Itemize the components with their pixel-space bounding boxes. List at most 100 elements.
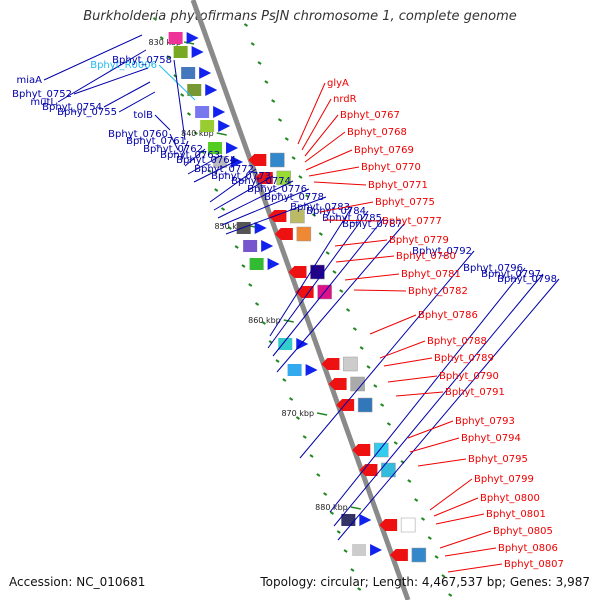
tick-mark-left	[295, 416, 300, 420]
gene-connector-right	[305, 149, 353, 171]
tick-mark-right	[441, 574, 446, 578]
gene-connector-right	[369, 314, 417, 335]
gene-arrow-left	[359, 514, 372, 526]
gene-connector-left	[337, 278, 560, 541]
tick-mark-right	[305, 194, 310, 198]
gene-connector-right	[417, 458, 467, 467]
tick-mark-left	[289, 397, 294, 401]
gene-connector-right	[447, 563, 503, 573]
tick-mark-right	[298, 175, 303, 179]
tick-mark-left	[220, 207, 226, 211]
tick-mark-right	[407, 479, 412, 483]
gene-connector-right	[304, 131, 346, 163]
tick-mark-right	[325, 251, 330, 255]
gene-connector-left	[225, 196, 327, 235]
scale-label: 860 kbp	[248, 316, 281, 325]
gene-connector-left	[184, 148, 206, 167]
gene-label-mutl: mutL	[30, 97, 56, 108]
tick-mark-left	[357, 587, 362, 591]
gene-label-bphyt_0752: Bphyt_0752	[12, 89, 72, 100]
accession-text: Accession: NC_010681	[9, 575, 146, 589]
gene-arrow-right	[359, 464, 378, 476]
tick-mark-left	[275, 359, 280, 363]
scale-label: 880 kbp	[315, 503, 348, 512]
gene-label-miaa: miaA	[17, 75, 43, 86]
gene-block-right	[296, 226, 312, 242]
gene-label-bphyt_0764: Bphyt_0764	[176, 155, 236, 166]
gene-connector-right	[313, 181, 367, 186]
tick-mark-right	[250, 42, 255, 46]
gene-block-left	[278, 338, 293, 350]
gene-label-bphyt_0790: Bphyt_0790	[439, 371, 499, 382]
gene-connector-right	[395, 391, 444, 397]
tick-mark-right	[332, 270, 337, 274]
gene-connector-right	[383, 357, 433, 367]
gene-label-bphyt_0792: Bphyt_0792	[412, 246, 472, 257]
gene-label-bphyt_0787: Bphyt_0787	[342, 219, 402, 230]
gene-label-bphyt_0789: Bphyt_0789	[434, 353, 494, 364]
scale-tick	[316, 412, 328, 416]
gene-arrow-right	[274, 228, 293, 240]
tick-mark-left	[248, 283, 253, 287]
gene-connector-right	[297, 82, 326, 145]
gene-block-right	[343, 356, 358, 372]
gene-connector-right	[353, 289, 407, 292]
tick-mark-left	[323, 492, 328, 496]
map-title: Burkholderia phytofirmans PsJN chromosom…	[83, 9, 517, 24]
gene-connector-left	[299, 250, 475, 459]
gene-connector-left	[209, 168, 257, 203]
tick-mark-right	[291, 156, 296, 160]
tick-mark-right	[393, 441, 398, 445]
tick-mark-left	[241, 264, 246, 268]
topology-text: Topology: circular; Length: 4,467,537 bp…	[260, 575, 590, 589]
gene-label-tolb: tolB	[133, 110, 153, 121]
tick-mark-left	[343, 549, 348, 553]
gene-arrow-left	[199, 67, 212, 79]
scale-tick	[283, 319, 294, 323]
gene-connector-left	[103, 81, 151, 108]
gene-block-left	[249, 258, 264, 270]
tick-mark-left	[336, 530, 341, 534]
gene-label-bphyt_0801: Bphyt_0801	[486, 509, 546, 520]
gene-arrow-right	[248, 154, 267, 166]
gene-connector-right	[301, 98, 332, 151]
gene-label-bphyt_0772: Bphyt_0772	[194, 164, 254, 175]
gene-block-left	[341, 514, 356, 526]
scale-label: 840 kbp	[181, 129, 214, 138]
gene-label-bphyt_0778: Bphyt_0778	[264, 192, 324, 203]
gene-label-bphyt_0796: Bphyt_0796	[463, 263, 523, 274]
gene-arrow-left	[261, 240, 274, 252]
scale-label: 850 kbp	[214, 222, 247, 231]
gene-connector-left	[73, 67, 149, 95]
gene-label-bphyt_0782: Bphyt_0782	[408, 286, 468, 297]
gene-arrow-right	[321, 358, 340, 370]
gene-label-bphyt_0798: Bphyt_0798	[497, 274, 557, 285]
gene-block-right	[290, 208, 305, 224]
gene-connector-right	[439, 530, 492, 549]
gene-label-glya: glyA	[327, 78, 349, 89]
tick-mark-left	[214, 188, 219, 192]
scale-tick	[216, 132, 227, 136]
gene-arrow-left	[218, 120, 231, 132]
gene-label-bphyt_0795: Bphyt_0795	[468, 454, 528, 465]
gene-connector-right	[407, 420, 454, 439]
tick-mark-right	[380, 403, 385, 407]
gene-block-right	[411, 547, 427, 563]
tick-mark-right	[284, 137, 289, 141]
gene-block-left	[287, 364, 302, 376]
tick-mark-right	[427, 536, 432, 540]
gene-connector-left	[221, 188, 310, 226]
gene-arrow-left	[296, 338, 309, 350]
scale-tick	[350, 506, 361, 510]
gene-connector-left	[193, 159, 239, 183]
gene-label-bphyt_0807: Bphyt_0807	[504, 559, 564, 570]
gene-arrow-right	[254, 172, 273, 184]
tick-mark-left	[255, 302, 260, 306]
tick-mark-right	[311, 213, 317, 217]
gene-connector-left	[217, 180, 294, 219]
gene-label-bphyt_0799: Bphyt_0799	[474, 474, 534, 485]
gene-label-bphyt_r0006: Bphyt_R0006	[90, 60, 157, 71]
tick-mark-left	[180, 93, 185, 97]
tick-mark-right	[243, 23, 249, 27]
gene-block-left	[200, 120, 215, 132]
